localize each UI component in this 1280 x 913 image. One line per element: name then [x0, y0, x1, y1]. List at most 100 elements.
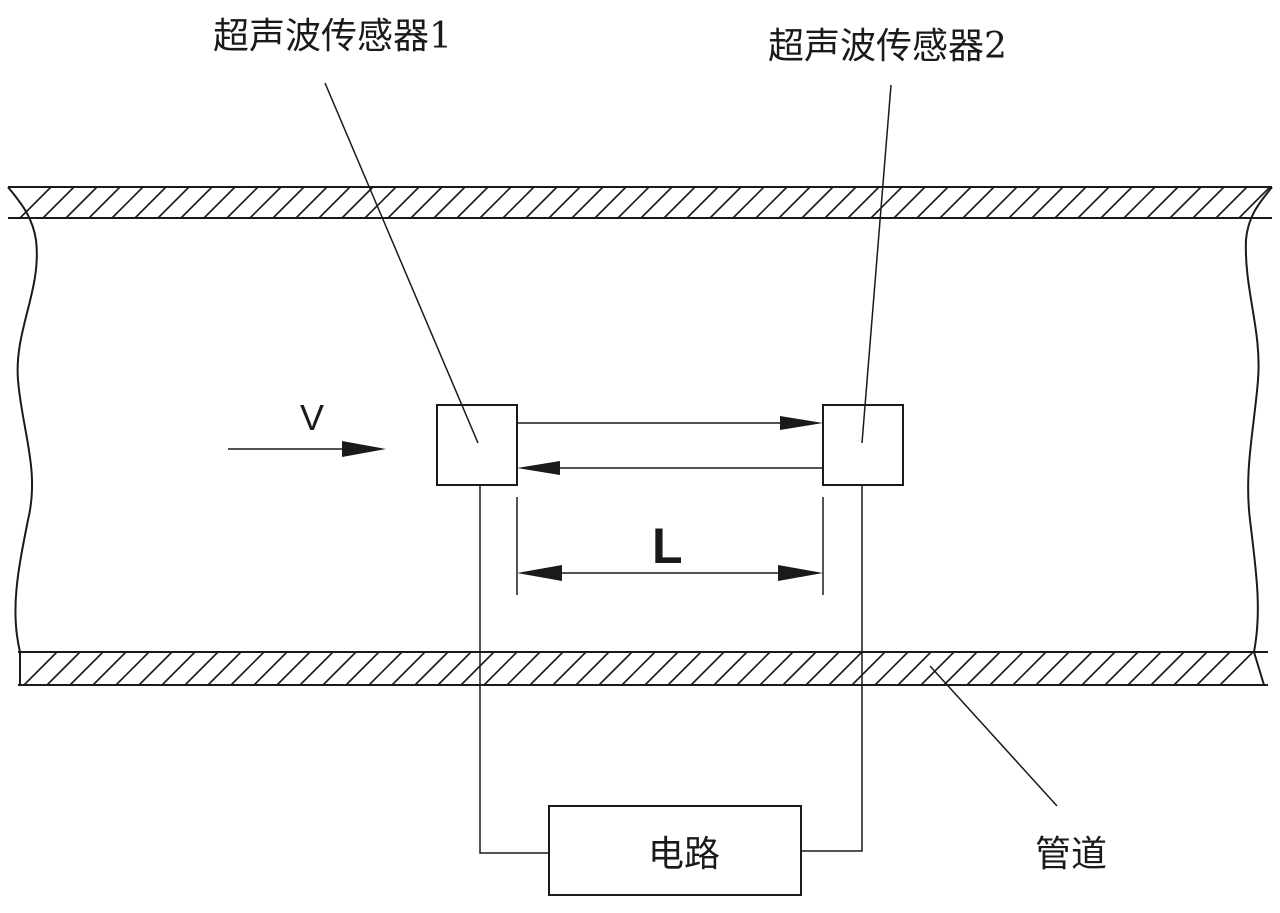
hatch-line [207, 651, 242, 686]
hatch-line [575, 651, 610, 686]
hatch-line [621, 651, 656, 686]
hatch-line [410, 186, 443, 219]
hatch-line [985, 186, 1018, 219]
hatch-line [456, 186, 489, 219]
hatch-line [1123, 186, 1156, 219]
sensor-2-label: 超声波传感器2 [768, 26, 1007, 67]
hatch-line [391, 651, 426, 686]
hatch-line [1104, 651, 1139, 686]
hatch-line [1035, 651, 1070, 686]
hatch-line [594, 186, 627, 219]
hatch-line [598, 651, 633, 686]
hatch-line [552, 651, 587, 686]
hatch-line [1146, 186, 1179, 219]
upper-wall-hatching [19, 186, 1271, 219]
hatch-line [644, 651, 679, 686]
hatch-line [1012, 651, 1047, 686]
hatch-line [1008, 186, 1041, 219]
hatch-line [870, 186, 903, 219]
hatch-line [42, 186, 75, 219]
hatch-line [253, 651, 288, 686]
hatch-line [69, 651, 104, 686]
hatch-line [893, 186, 926, 219]
hatch-line [276, 651, 311, 686]
hatch-line [736, 651, 771, 686]
hatch-line [640, 186, 673, 219]
circuit-label: 电路 [648, 834, 720, 875]
hatch-line [65, 186, 98, 219]
hatch-line [759, 651, 794, 686]
hatch-line [690, 651, 725, 686]
hatch-line [272, 186, 305, 219]
signal-arrow-backward [517, 461, 823, 475]
hatch-line [943, 651, 978, 686]
hatch-line [824, 186, 857, 219]
hatch-line [414, 651, 449, 686]
hatch-line [157, 186, 190, 219]
hatch-line [732, 186, 765, 219]
hatch-line [19, 186, 52, 219]
hatch-line [874, 651, 909, 686]
hatch-line [1058, 651, 1093, 686]
hatch-line [805, 651, 840, 686]
hatch-line [1169, 186, 1202, 219]
hatch-line [460, 651, 495, 686]
hatch-line [828, 651, 863, 686]
hatch-line [966, 651, 1001, 686]
hatch-line [134, 186, 167, 219]
hatch-line [1081, 651, 1116, 686]
hatch-line [295, 186, 328, 219]
distance-label: L [652, 518, 683, 574]
hatch-line [939, 186, 972, 219]
sensor-1-leader [324, 82, 479, 444]
lower-pipe-wall [18, 651, 1268, 686]
hatch-line [847, 186, 880, 219]
left-break-line [7, 186, 38, 685]
hatch-line [341, 186, 374, 219]
hatch-line [115, 651, 150, 686]
hatch-line [1077, 186, 1110, 219]
hatch-line [1219, 651, 1254, 686]
hatch-line [345, 651, 380, 686]
hatch-line [617, 186, 650, 219]
distance-dimension [516, 497, 824, 595]
pipe-label: 管道 [1035, 834, 1107, 875]
hatch-line [88, 186, 121, 219]
hatch-line [1173, 651, 1208, 686]
velocity-label: V [300, 397, 324, 438]
hatch-line [709, 186, 742, 219]
hatch-line [506, 651, 541, 686]
hatch-line [364, 186, 397, 219]
hatch-line [322, 651, 357, 686]
sensor-1-wire [479, 485, 549, 854]
hatch-line [667, 651, 702, 686]
sensor-1-box [436, 404, 518, 486]
hatch-line [1100, 186, 1133, 219]
right-break-line [1244, 186, 1273, 686]
hatch-line [111, 186, 144, 219]
hatch-line [782, 651, 817, 686]
hatch-line [203, 186, 236, 219]
hatch-line [962, 186, 995, 219]
hatch-line [571, 186, 604, 219]
hatch-line [916, 186, 949, 219]
hatch-line [483, 651, 518, 686]
flow-velocity-arrow [228, 441, 386, 457]
hatch-line [161, 651, 196, 686]
signal-arrow-forward [517, 416, 823, 430]
hatch-line [1238, 186, 1271, 219]
hatch-line [138, 651, 173, 686]
hatch-line [1215, 186, 1248, 219]
hatch-line [851, 651, 886, 686]
sensor-2-box [822, 404, 904, 486]
hatch-line [226, 186, 259, 219]
hatch-line [663, 186, 696, 219]
pipe-leader [929, 665, 1058, 807]
hatch-line [548, 186, 581, 219]
hatch-line [778, 186, 811, 219]
hatch-line [46, 651, 81, 686]
hatch-line [920, 651, 955, 686]
hatch-line [230, 651, 265, 686]
hatch-line [433, 186, 466, 219]
